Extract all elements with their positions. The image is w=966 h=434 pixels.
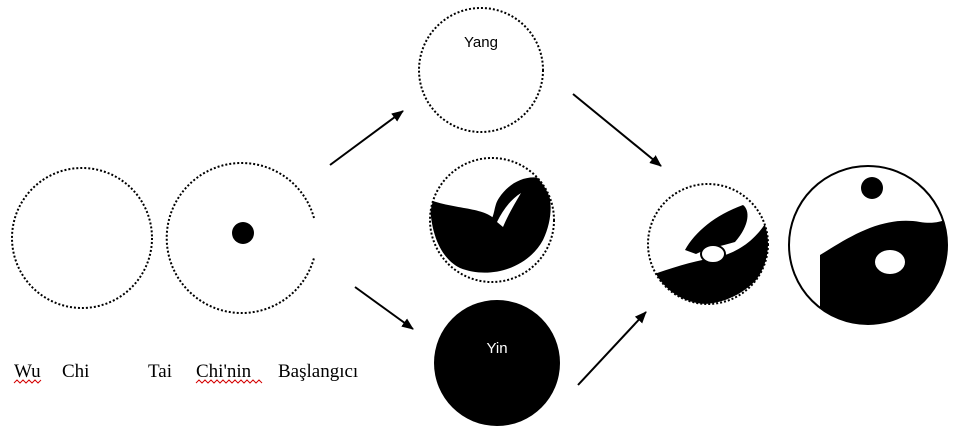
yang-circle [418,7,544,133]
tai-chi-top-dot [861,177,883,199]
wu-chi-word1: Wu [14,361,41,382]
tai-chi-bottom-dot [875,250,905,274]
swirl-shape [430,177,551,273]
wu-chi-label: Wu Chi [14,361,89,382]
yin-circle [434,300,560,426]
tai-chi-dark-half [820,200,947,324]
tai-chi-center-dot [232,222,254,244]
swirl-circle [429,157,555,283]
tai-chi-word2: Chi'nin [196,361,252,382]
arrow-yin-to-merge [577,311,647,386]
yin-label: Yin [486,340,507,357]
arrow-to-yang [329,110,404,166]
merged-swirl-inner-loop [700,244,726,264]
arrow-to-yin [354,286,414,330]
spellcheck-underline-wu [13,379,42,384]
swirl-hook [497,193,521,227]
arrow-yang-to-merge [572,93,662,167]
merged-swirl-dark-top [685,205,748,254]
wu-chi-circle [11,167,153,309]
tai-chi-word1: Tai [148,361,172,382]
yang-label: Yang [464,34,498,51]
tai-chi-beginning-label: Tai Chi'nin Başlangıcı [148,361,358,382]
wu-chi-word2: Chi [62,361,89,382]
tai-chi-dark-wave [820,255,860,324]
tai-chi-word3: Başlangıcı [278,361,358,382]
spellcheck-underline-chinin [195,379,263,384]
